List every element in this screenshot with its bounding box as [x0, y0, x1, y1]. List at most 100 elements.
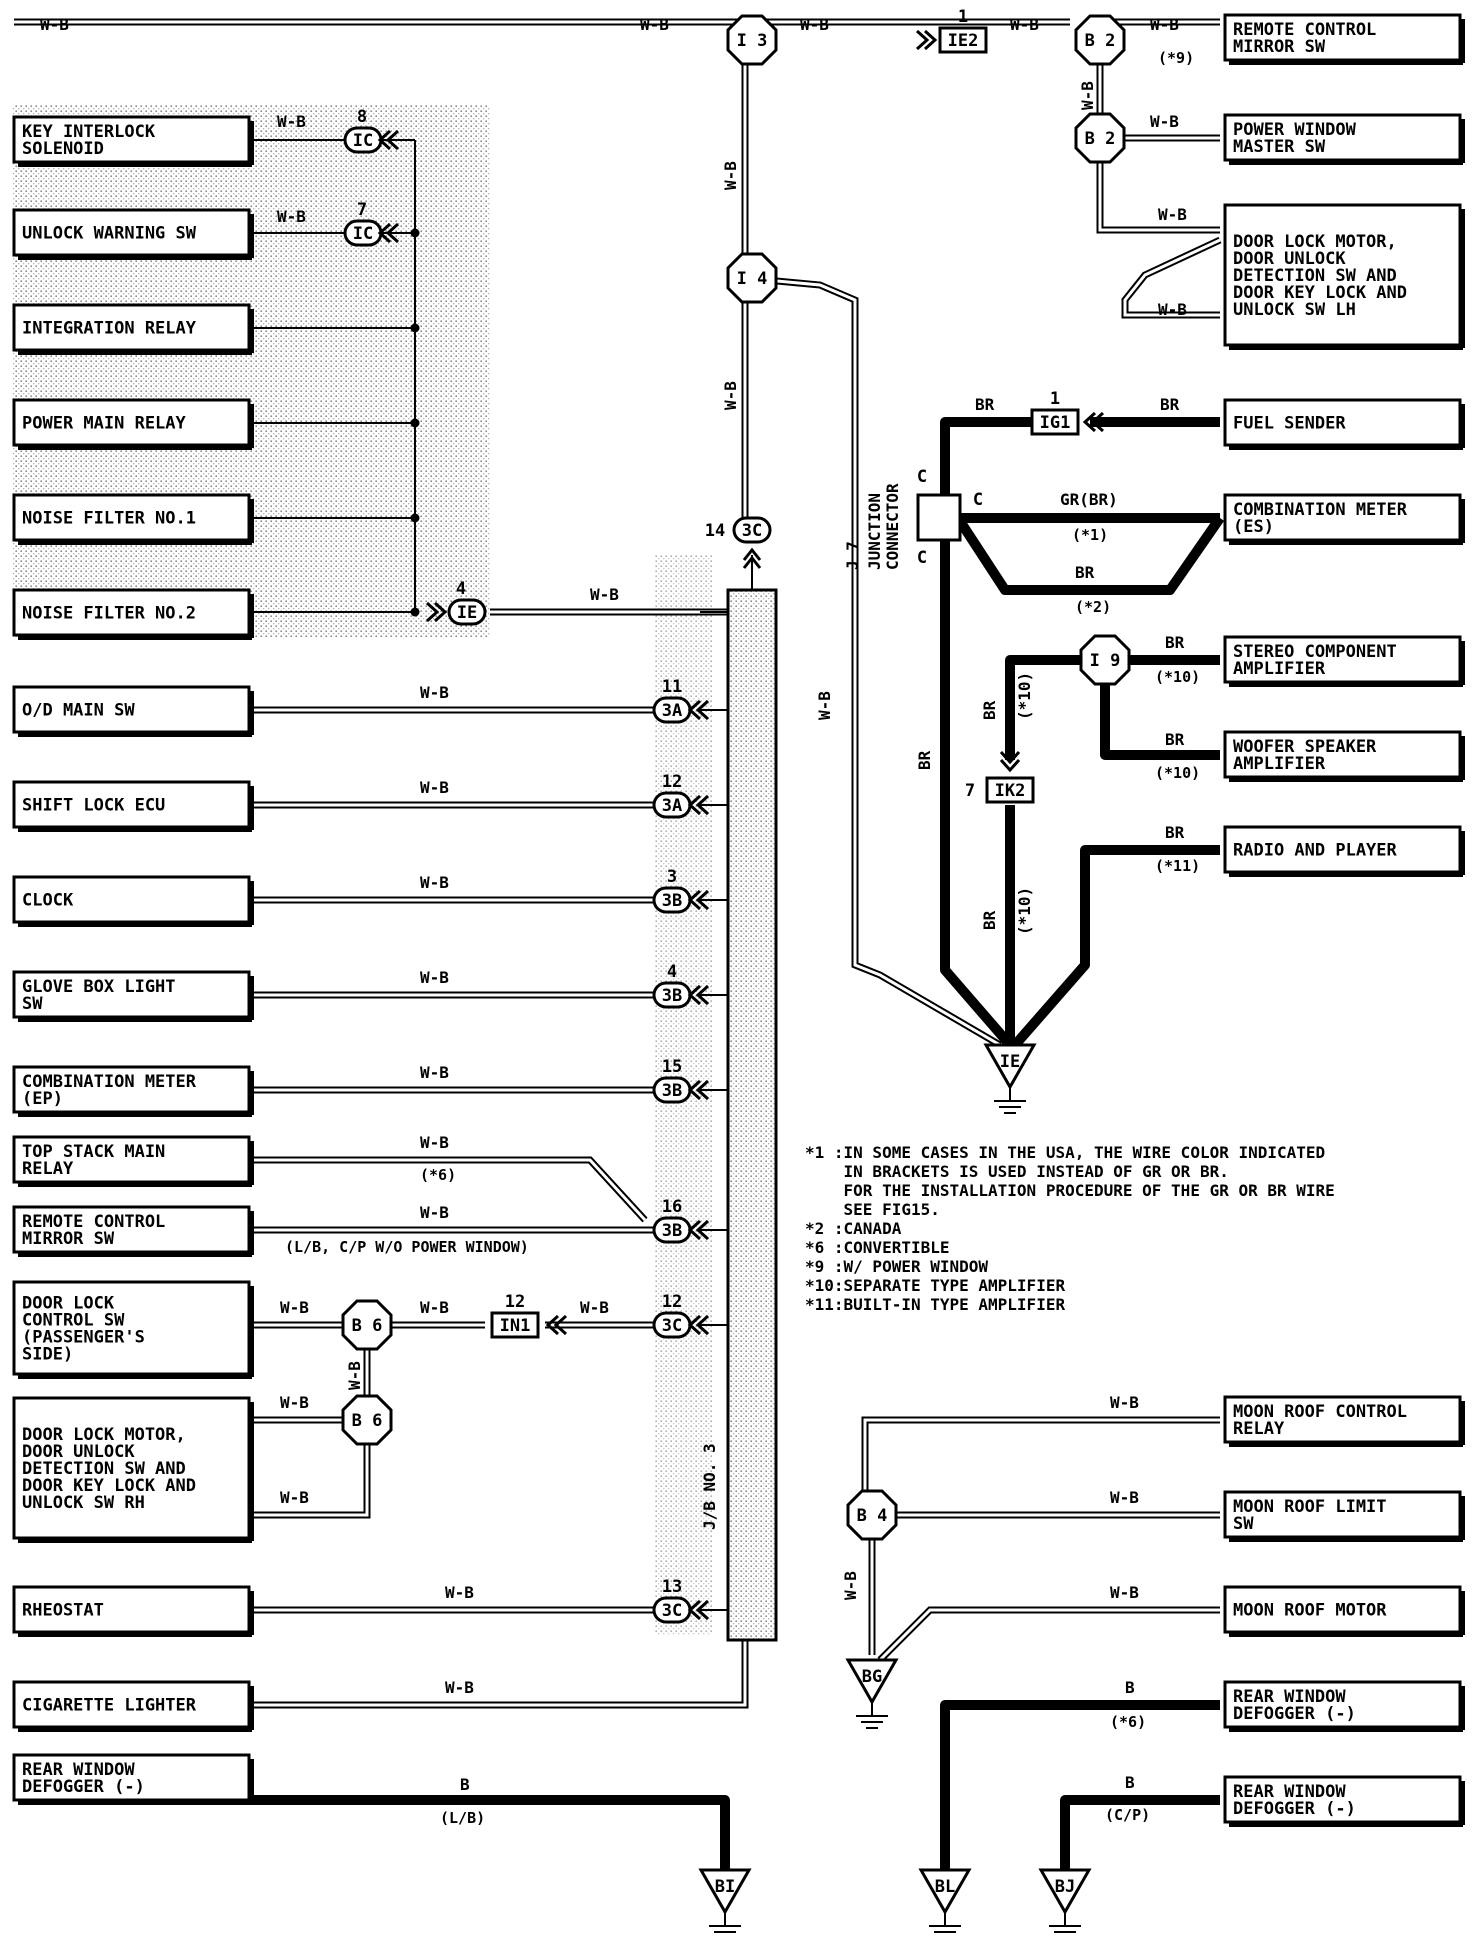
- wire-label-pw-master: W-B: [1150, 112, 1179, 131]
- conn-ic-8-label: IC: [353, 131, 373, 151]
- box-stereo-amp: [1223, 635, 1462, 684]
- box-door-lock-control-text: SIDE): [22, 1345, 73, 1365]
- note-defogger-bl: (*6): [1110, 1713, 1146, 1731]
- wire-label-od: W-B: [420, 683, 449, 702]
- box-integration-relay: [12, 303, 251, 352]
- wire-label-clock: W-B: [420, 873, 449, 892]
- box-rear-defogger-bj: [1223, 1775, 1462, 1824]
- box-moon-roof-relay: [1223, 1395, 1462, 1444]
- box-radio-text: RADIO AND PLAYER: [1233, 841, 1398, 861]
- box-fuel-sender-text: FUEL SENDER: [1233, 414, 1346, 434]
- box-door-lock-motor-lh-text: DETECTION SW AND: [1233, 266, 1397, 286]
- box-stereo-amp-text: STEREO COMPONENT: [1233, 642, 1397, 662]
- conn-i4: [726, 252, 778, 304]
- conn-b6a: [341, 1299, 393, 1351]
- note-stereo: (*10): [1155, 668, 1200, 686]
- wire-label-b2-vert: W-B: [1078, 81, 1097, 110]
- chev-3b4: [687, 984, 710, 1006]
- note-defogger-left: (L/B): [440, 1809, 485, 1827]
- box-remote-mirror-right: [1223, 13, 1462, 62]
- wire-label-unlock-warning: W-B: [277, 207, 306, 226]
- wire-label-rheostat: W-B: [445, 1583, 474, 1602]
- note-br-lower: (*2): [1075, 598, 1111, 616]
- conn-b4-label: B 4: [857, 1506, 888, 1526]
- wire-label-br-vert: BR: [980, 700, 999, 720]
- conn-3b-4-label: 3B: [662, 986, 682, 1006]
- conn-3c-14: [732, 516, 772, 544]
- note-gr-br: (*1): [1072, 526, 1108, 544]
- box-door-lock-motor-lh-text: DOOR UNLOCK: [1233, 249, 1346, 269]
- box-door-lock-motor-lh: [1223, 203, 1462, 347]
- box-integration-relay-text: INTEGRATION RELAY: [22, 319, 197, 339]
- connectors: [341, 14, 1131, 1933]
- conn-3b-16-pin: 16: [662, 1197, 682, 1217]
- wire-label-lh-lower: W-B: [1158, 300, 1187, 319]
- wire-br-top: [940, 417, 1040, 510]
- conn-i3-label: I 3: [737, 31, 768, 51]
- box-top-stack: [12, 1135, 251, 1184]
- box-rear-defogger-bl: [1223, 1680, 1462, 1729]
- junction-c1: C: [917, 467, 927, 487]
- wire-label-defogger-bl: B: [1125, 1678, 1135, 1697]
- box-remote-mirror-right-text: REMOTE CONTROL: [1233, 20, 1376, 40]
- box-door-lock-motor-rh-text: DOOR LOCK MOTOR,: [22, 1425, 186, 1445]
- wire-label-cigarette: W-B: [445, 1678, 474, 1697]
- conn-3a-11-label: 3A: [662, 701, 682, 721]
- note-top-stack: (*6): [420, 1166, 456, 1184]
- conn-3c-13-label: 3C: [662, 1601, 682, 1621]
- box-top-stack-text: RELAY: [22, 1159, 74, 1179]
- wire-label-br-left: BR: [915, 750, 934, 770]
- wire-label-mirror-right: W-B: [1150, 15, 1179, 34]
- wire-moon-relay-inner: [863, 1418, 1220, 1495]
- wire-label-top-stack: W-B: [420, 1133, 449, 1152]
- conn-3c-14-label: 3C: [742, 521, 762, 541]
- box-door-lock-control-text: (PASSENGER'S: [22, 1328, 145, 1348]
- note-radio: (*11): [1155, 857, 1200, 875]
- box-glove-box-text: SW: [22, 994, 43, 1014]
- note-line-8: *11:BUILT-IN TYPE AMPLIFIER: [805, 1295, 1065, 1314]
- box-noise-filter-1: [12, 493, 251, 542]
- note-line-2: FOR THE INSTALLATION PROCEDURE OF THE GR…: [805, 1181, 1335, 1200]
- wire-label-in1-3c: W-B: [580, 1298, 609, 1317]
- conn-b4: [846, 1489, 898, 1541]
- box-od-main-sw: [12, 685, 251, 734]
- chev-3c12: [687, 1314, 710, 1336]
- junction-c2: C: [973, 490, 983, 510]
- box-top-stack-text: TOP STACK MAIN: [22, 1142, 165, 1162]
- wire-label-i4-jb: W-B: [721, 381, 740, 410]
- conn-3c-14-pin: 14: [705, 521, 725, 541]
- wire-lh-lower-inner: [1123, 238, 1221, 317]
- wire-label-woofer: BR: [1165, 730, 1185, 749]
- conn-b6b: [341, 1394, 393, 1446]
- box-radio: [1223, 825, 1462, 874]
- conn-i9-label: I 9: [1090, 651, 1121, 671]
- conn-3a-11-pin: 11: [662, 677, 682, 697]
- ground-bi-label: BI: [715, 1877, 735, 1897]
- group-dot-1: [410, 323, 420, 333]
- box-door-lock-motor-lh-text: DOOR KEY LOCK AND: [1233, 283, 1407, 303]
- box-combination-meter-es-text: (ES): [1233, 517, 1274, 537]
- wire-label-door-control: W-B: [280, 1298, 309, 1317]
- box-rear-defogger-bl-text: DEFOGGER (-): [1233, 1704, 1356, 1724]
- junction-label-sub: JUNCTION: [865, 493, 884, 570]
- note-line-5: *6 :CONVERTIBLE: [805, 1238, 950, 1257]
- wire-label-radio: BR: [1165, 823, 1185, 842]
- box-door-lock-motor-rh-text: UNLOCK SW RH: [22, 1493, 145, 1513]
- note-defogger-bj: (C/P): [1105, 1806, 1150, 1824]
- conn-3b-3-label: 3B: [662, 891, 682, 911]
- box-door-lock-motor-rh-text: DETECTION SW AND: [22, 1459, 186, 1479]
- ground-bl: [918, 1868, 972, 1916]
- chev-3b3: [687, 889, 710, 911]
- conn-ik2-pin: 7: [965, 781, 975, 801]
- box-door-lock-motor-lh-text: UNLOCK SW LH: [1233, 300, 1356, 320]
- chev-in1: [545, 1314, 568, 1336]
- box-od-main-sw-text: O/D MAIN SW: [22, 701, 135, 721]
- wire-label-br-fuel: BR: [1160, 395, 1180, 414]
- box-combination-meter-ep-text: (EP): [22, 1089, 63, 1109]
- conn-b2a: [1074, 14, 1126, 66]
- wire-moon-motor-inner: [878, 1608, 1220, 1662]
- conn-b2a-label: B 2: [1085, 31, 1116, 51]
- wire-b-bj: [1060, 1795, 1220, 1870]
- chev-ig1: [1082, 411, 1105, 433]
- note-woofer: (*10): [1155, 764, 1200, 782]
